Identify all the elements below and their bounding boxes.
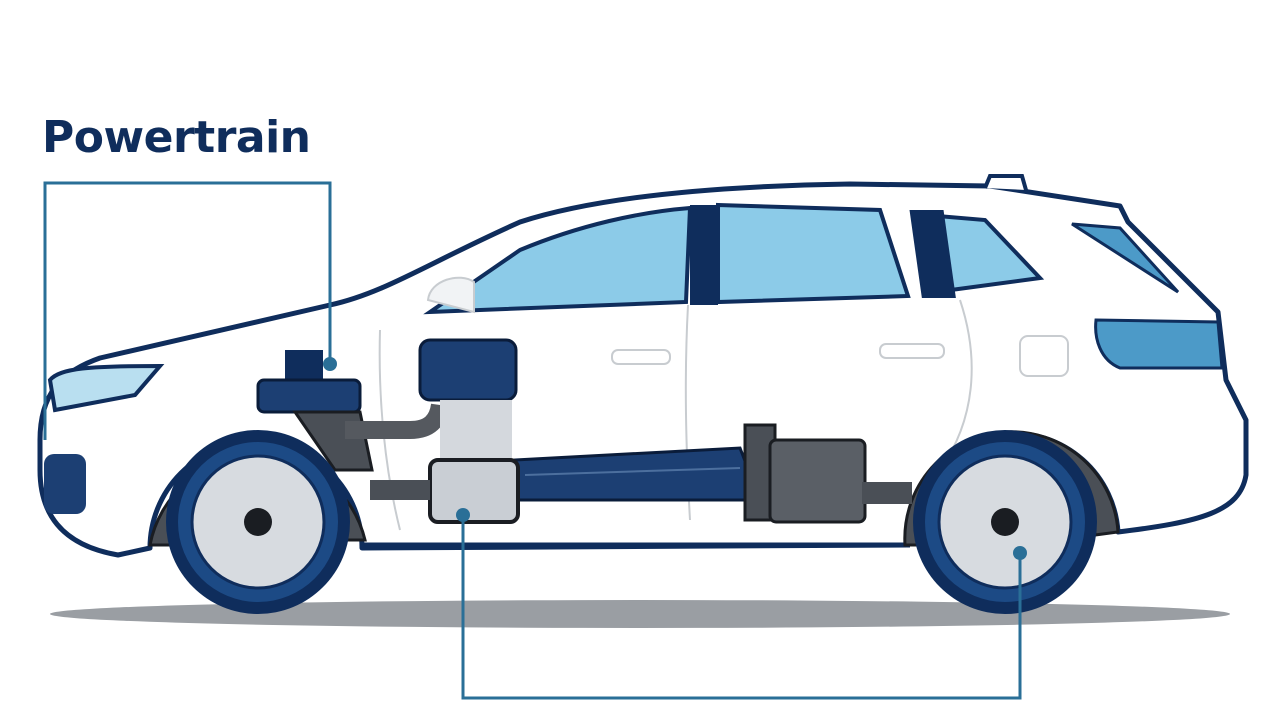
- inverter-box: [428, 458, 520, 524]
- fuel-door: [1019, 335, 1069, 377]
- middle-window: [716, 202, 911, 305]
- side-mirror: [426, 276, 475, 314]
- c-pillar: [909, 210, 956, 298]
- engine-icon: [256, 338, 518, 472]
- rear-quarter-glass: [1071, 222, 1180, 294]
- rear-motor-icon: [743, 423, 912, 524]
- front-wheel-icon: [166, 430, 350, 614]
- inverter-callout-dot: [456, 508, 470, 522]
- b-pillar: [690, 205, 718, 305]
- bottom-callout-line: [461, 515, 1022, 700]
- ground-shadow: [50, 600, 1230, 628]
- front-door-handle: [611, 349, 671, 365]
- front-axle-link: [370, 480, 430, 500]
- roof-rail: [983, 174, 1028, 191]
- wheel-callout-dot: [1013, 546, 1027, 560]
- rear-wheel-icon: [913, 430, 1097, 614]
- taillight: [1094, 318, 1224, 370]
- powertrain-callout-dot: [323, 357, 337, 371]
- fog-light: [44, 454, 86, 514]
- rear-door-handle: [879, 343, 945, 359]
- powertrain-callout-line: [43, 181, 332, 440]
- front-window: [423, 205, 693, 315]
- headlight: [47, 363, 165, 413]
- powertrain-label: Powertrain: [42, 112, 311, 163]
